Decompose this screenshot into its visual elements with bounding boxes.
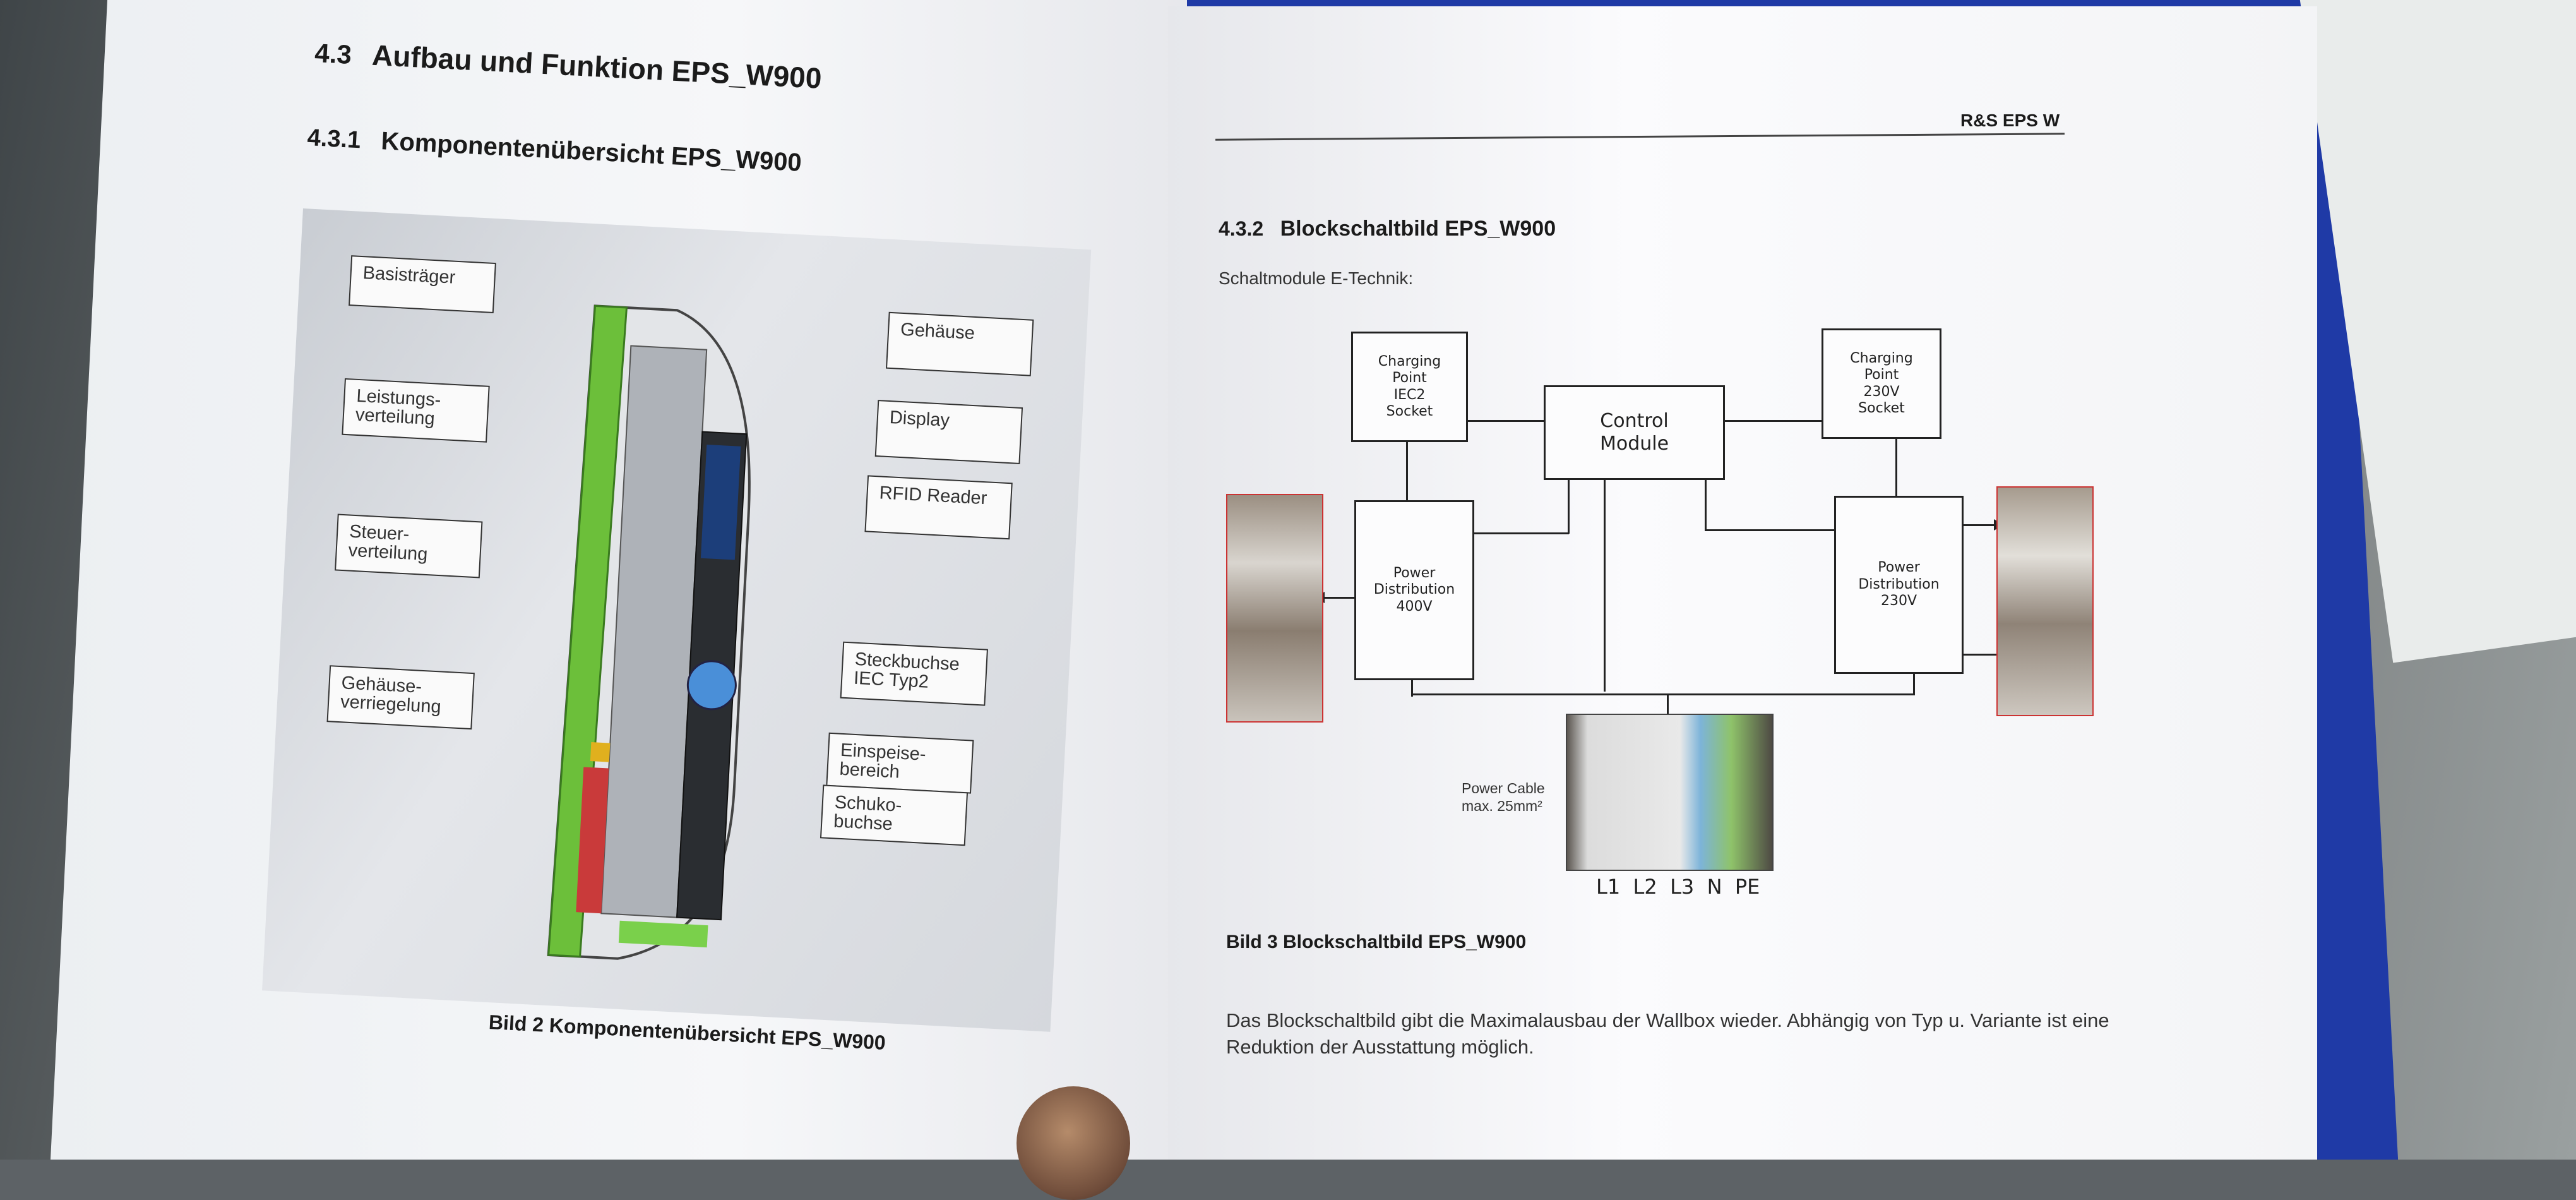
description-line-2: Reduktion der Ausstattung möglich. <box>1226 1035 1534 1058</box>
block-control-module: Control Module <box>1544 385 1725 480</box>
block-charging-iec2: Charging Point IEC2 Socket <box>1351 332 1468 442</box>
terminal-labels: L1 L2 L3 N PE <box>1596 875 1760 899</box>
subsection-number-right: 4.3.2 <box>1219 217 1264 240</box>
right-page: R&S EPS W 4.3.2 Blockschaltbild EPS_W900… <box>1168 6 2317 1160</box>
component-figure: Basisträger Leistungs- verteilung Steuer… <box>262 208 1092 1032</box>
subsection-title-right: Blockschaltbild EPS_W900 <box>1280 217 1556 241</box>
line-iec2-p400 <box>1406 442 1408 505</box>
left-page: 4.3 Aufbau und Funktion EPS_W900 4.3.1 K… <box>51 0 1187 1160</box>
block-charging-230v: Charging Point 230V Socket <box>1822 328 1941 439</box>
label-leistungsverteilung: Leistungs- verteilung <box>342 378 490 443</box>
description-line-1: Das Blockschaltbild gibt die Maximalausb… <box>1226 1009 2109 1031</box>
line-bus <box>1411 693 1915 695</box>
arrow-right-bottom <box>1964 654 1998 656</box>
line-control-left <box>1568 477 1570 534</box>
page-header: R&S EPS W <box>1960 111 2060 130</box>
label-gehaeuseverriegelung: Gehäuse- verriegelung <box>326 665 475 730</box>
section-title: Aufbau und Funktion EPS_W900 <box>371 38 823 95</box>
thumb <box>1017 1086 1130 1200</box>
section-number: 4.3 <box>314 37 353 69</box>
photo-distribution-230v <box>1996 486 2094 716</box>
label-gehaeuse: Gehäuse <box>885 311 1034 376</box>
subsection-title: Komponentenübersicht EPS_W900 <box>380 127 802 177</box>
right-caption: Bild 3 Blockschaltbild EPS_W900 <box>1226 932 1527 952</box>
label-rfid-reader: RFID Reader <box>864 475 1013 540</box>
subsection-number: 4.3.1 <box>306 124 362 154</box>
power-cable-label: Power Cable max. 25mm² <box>1462 780 1545 814</box>
line-p230-down <box>1913 671 1915 693</box>
label-steuerverteilung: Steuer- verteilung <box>335 513 483 579</box>
label-basistraeger: Basisträger <box>349 255 496 314</box>
line-control-down <box>1604 477 1606 692</box>
wallbox-illustration <box>547 304 751 960</box>
arrow-left <box>1323 597 1380 599</box>
block-power-230v: Power Distribution 230V <box>1834 496 1964 674</box>
block-power-400v: Power Distribution 400V <box>1354 500 1474 680</box>
line-230-p230 <box>1895 436 1897 499</box>
line-control-right <box>1705 477 1707 531</box>
description: Das Blockschaltbild gibt die Maximalausb… <box>1226 1007 2173 1060</box>
label-einspeisebereich: Einspeise- bereich <box>826 732 974 794</box>
line-to-cable <box>1667 693 1669 716</box>
intro-text: Schaltmodule E-Technik: <box>1219 268 1414 288</box>
label-display: Display <box>874 400 1023 464</box>
line-control-230 <box>1724 420 1822 422</box>
label-steckbuchse: Steckbuchse IEC Typ2 <box>840 641 988 706</box>
label-schukobuchse: Schuko- buchse <box>820 784 969 846</box>
photo-distribution-400v <box>1226 494 1323 723</box>
line-p400-down <box>1411 678 1413 697</box>
block-diagram: Charging Point IEC2 Socket Control Modul… <box>1168 6 2317 954</box>
line-iec2-control <box>1466 420 1546 422</box>
line-to-p400 <box>1474 532 1569 534</box>
photo-power-terminals <box>1566 714 1774 871</box>
line-to-p230 <box>1705 529 1870 531</box>
arrow-right-top <box>1951 524 1995 526</box>
